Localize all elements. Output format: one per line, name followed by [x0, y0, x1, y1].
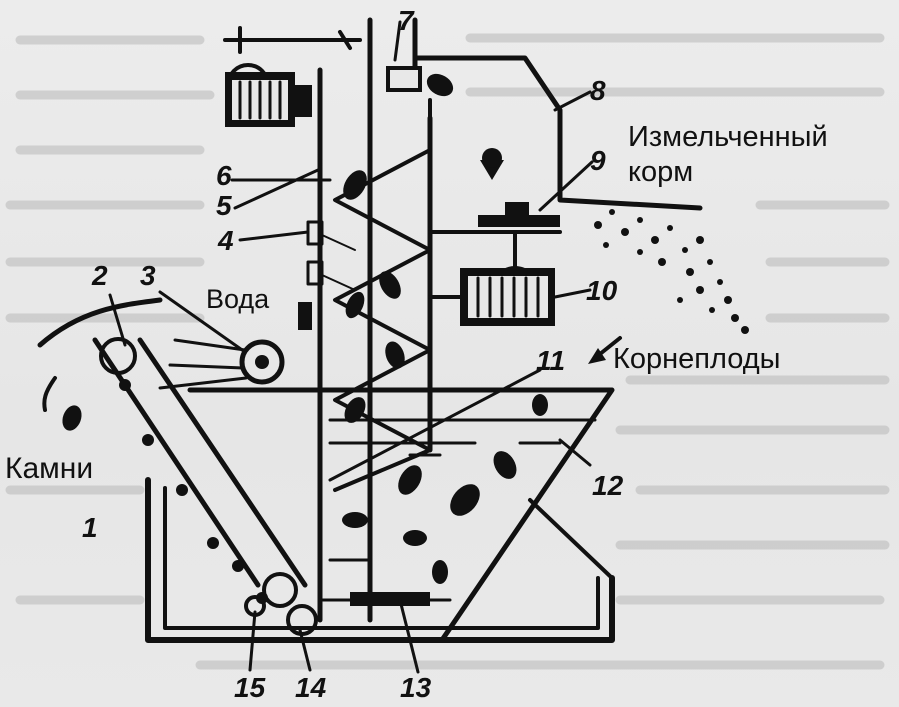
part-number-11: 11	[536, 345, 565, 376]
part-numbers: 1 2 3 4 5 6 7 8 9 10 11 12 13 14 15	[82, 5, 624, 703]
label-chopped-feed-1: Измельченный	[628, 121, 828, 153]
background-bleed-through	[5, 33, 890, 670]
crusher-rotor	[428, 202, 562, 234]
crusher-housing	[386, 55, 703, 211]
label-water: Вода	[206, 284, 270, 314]
part-number-4: 4	[217, 225, 234, 256]
part-number-5: 5	[216, 190, 232, 221]
stone-conveyor	[37, 297, 308, 608]
washing-column	[317, 17, 433, 623]
water-nozzles	[298, 220, 356, 330]
leader-lines	[108, 20, 622, 674]
chopped-feed-stream	[594, 209, 749, 334]
part-number-3: 3	[140, 260, 156, 291]
part-number-8: 8	[590, 75, 606, 106]
bottom-auger	[318, 592, 452, 606]
part-number-1: 1	[82, 512, 98, 543]
part-number-15: 15	[234, 672, 266, 703]
label-stones: Камни	[5, 452, 93, 485]
lower-motor	[428, 230, 555, 326]
diagram-labels: Вода Камни Корнеплоды Измельченный корм	[5, 121, 828, 485]
upper-motor	[223, 26, 362, 127]
roots-in-water	[328, 394, 548, 584]
part-number-2: 2	[91, 260, 108, 291]
part-number-9: 9	[590, 145, 606, 176]
part-number-14: 14	[295, 672, 327, 703]
part-number-13: 13	[400, 672, 432, 703]
part-number-12: 12	[592, 470, 624, 501]
part-number-7: 7	[398, 5, 415, 36]
spray-wheel	[158, 338, 285, 390]
label-chopped-feed-2: корм	[628, 156, 693, 188]
part-number-6: 6	[216, 160, 232, 191]
part-number-10: 10	[586, 275, 618, 306]
label-root-crops: Корнеплоды	[613, 343, 781, 375]
